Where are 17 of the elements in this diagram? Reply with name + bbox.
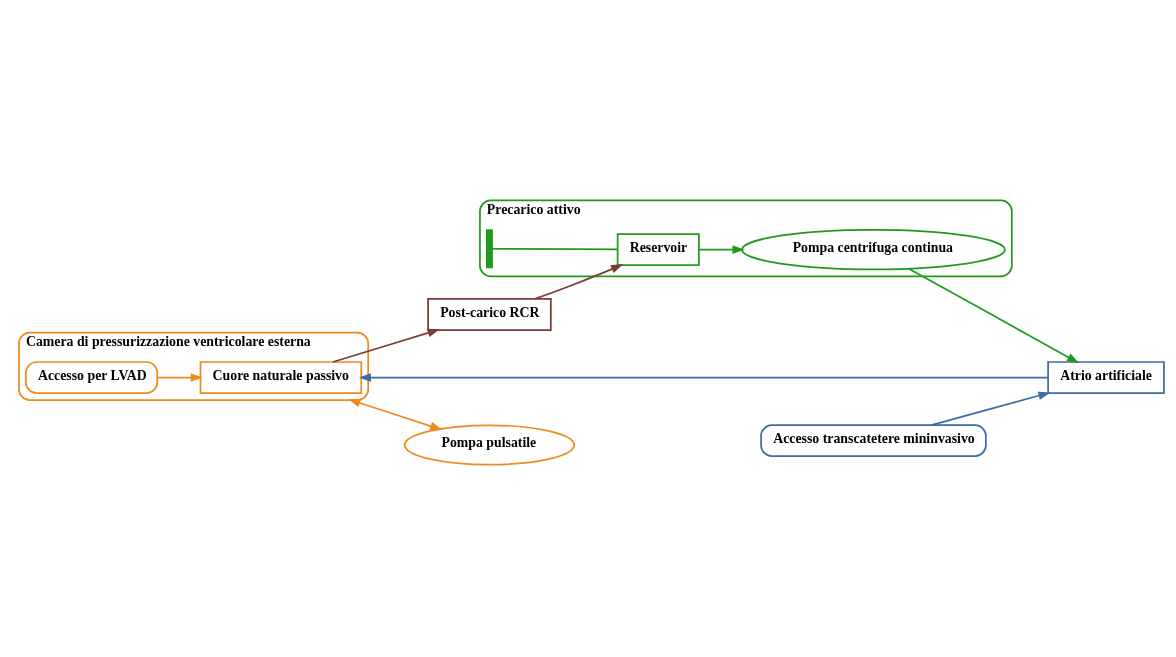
node-box: Post-carico RCR bbox=[427, 297, 552, 331]
arrow bbox=[698, 244, 745, 254]
node-box: Accesso transcatetere mininvasivo bbox=[760, 423, 987, 457]
node-box: Accesso per LVAD bbox=[25, 360, 159, 394]
node-ellipse: Pompa centrifuga continua bbox=[741, 228, 1006, 270]
connector bbox=[491, 247, 619, 250]
node-box: Cuore naturale passivo bbox=[199, 360, 363, 394]
node-box: Reservoir bbox=[616, 232, 700, 266]
arrow bbox=[907, 267, 1080, 363]
arrow bbox=[358, 372, 1049, 382]
node-ground bbox=[486, 228, 493, 268]
arrow bbox=[332, 328, 440, 363]
arrow bbox=[930, 391, 1051, 426]
arrow bbox=[348, 398, 443, 430]
node-box: Atrio artificiale bbox=[1047, 360, 1165, 394]
arrow bbox=[156, 372, 203, 382]
arrow bbox=[534, 263, 624, 300]
